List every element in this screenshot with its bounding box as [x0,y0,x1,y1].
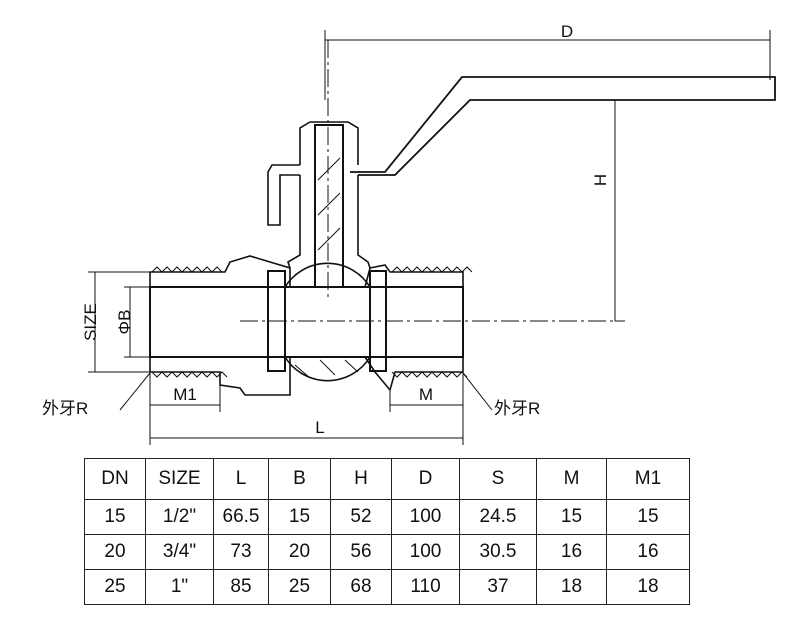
table-cell: 18 [536,569,607,605]
table-cell: 24.5 [459,499,537,535]
table-cell: 15 [536,499,607,535]
dim-label-m: M [419,385,433,404]
table-cell: 25 [84,569,146,605]
header-cell: D [391,458,460,500]
table-cell: 37 [459,569,537,605]
table-header-row: DN SIZE L B H D S M M1 [84,458,690,500]
dim-label-m1: M1 [173,385,197,404]
header-cell: M1 [606,458,690,500]
header-cell: H [330,458,392,500]
valve-handle [350,76,776,176]
header-cell: SIZE [145,458,214,500]
dimension-lines [88,30,771,445]
dim-label-l: L [315,418,324,437]
table-cell: 16 [536,534,607,570]
table-row: 20 3/4" 73 20 56 100 30.5 16 16 [84,534,690,570]
table-cell: 56 [330,534,392,570]
header-cell: DN [84,458,146,500]
table-cell: 25 [268,569,331,605]
table-cell: 100 [391,499,460,535]
dim-label-h: H [591,174,610,186]
table-cell: 1" [145,569,214,605]
table-cell: 66.5 [213,499,269,535]
table-row: 25 1" 85 25 68 110 37 18 18 [84,569,690,605]
table-cell: 1/2" [145,499,214,535]
dim-label-size: SIZE [81,303,100,341]
table-cell: 18 [606,569,690,605]
thread-label-left: 外牙R [42,399,88,418]
table-cell: 15 [268,499,331,535]
table-cell: 100 [391,534,460,570]
table-cell: 52 [330,499,392,535]
table-cell: 15 [606,499,690,535]
table-cell: 73 [213,534,269,570]
table-cell: 110 [391,569,460,605]
header-cell: B [268,458,331,500]
dim-label-phi-b: ΦB [115,310,134,335]
table-cell: 20 [268,534,331,570]
valve-stem [267,121,371,288]
ball-valve-drawing: D H SIZE ΦB M1 M L 外牙R 外牙R [42,22,776,445]
table-cell: 68 [330,569,392,605]
table-cell: 85 [213,569,269,605]
valve-body [149,255,473,396]
table-cell: 30.5 [459,534,537,570]
header-cell: S [459,458,537,500]
table-cell: 16 [606,534,690,570]
header-cell: M [536,458,607,500]
table-cell: 15 [84,499,146,535]
dimension-table: DN SIZE L B H D S M M1 15 1/2" 66.5 15 5… [84,458,690,605]
table-cell: 3/4" [145,534,214,570]
table-row: 15 1/2" 66.5 15 52 100 24.5 15 15 [84,499,690,535]
thread-label-right: 外牙R [494,399,540,418]
header-cell: L [213,458,269,500]
dim-label-d: D [561,22,573,41]
table-cell: 20 [84,534,146,570]
